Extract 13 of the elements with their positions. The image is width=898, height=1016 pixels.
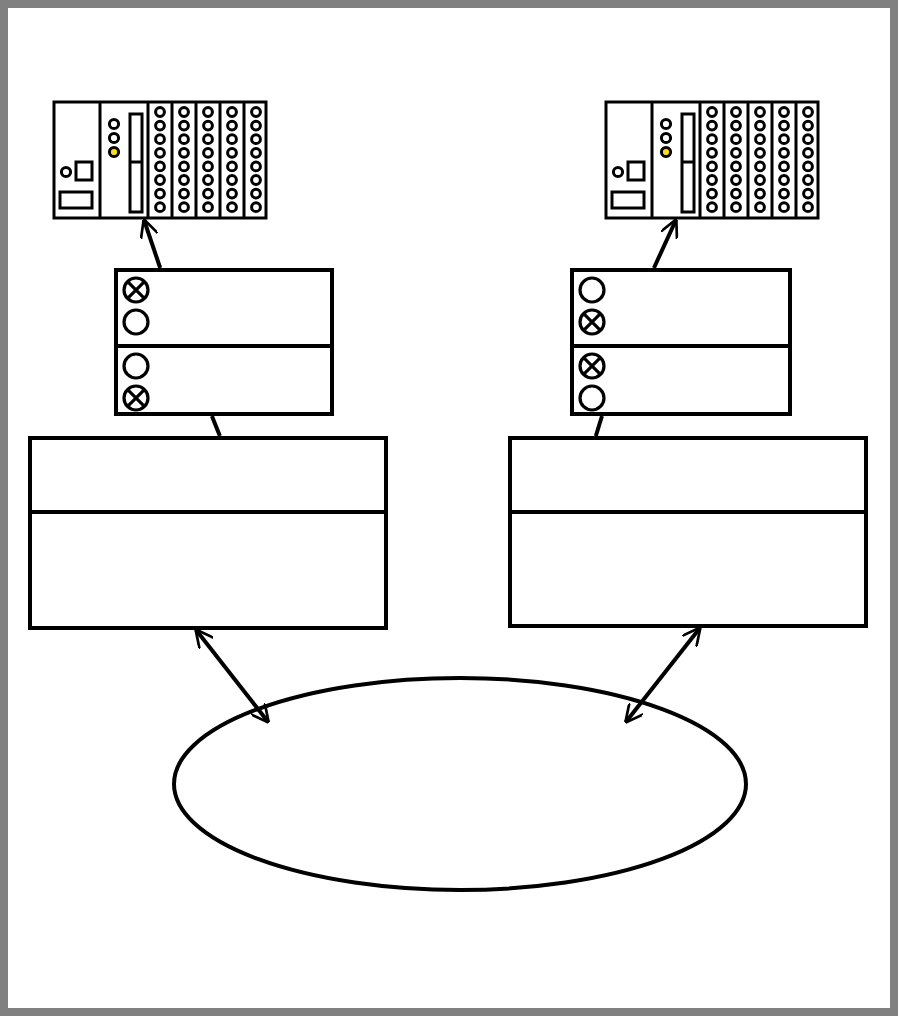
connector-line [593, 415, 604, 437]
plc-drawing [52, 100, 268, 220]
station-box [508, 436, 868, 628]
io-module-box [114, 268, 334, 416]
plc-drawing [604, 100, 820, 220]
arrow [194, 627, 271, 725]
station-box [28, 436, 388, 630]
arrow [624, 625, 702, 725]
network-ellipse [172, 676, 748, 892]
connector-line [210, 415, 222, 437]
arrow [652, 217, 679, 269]
arrow [139, 217, 163, 269]
io-module-box [570, 268, 792, 416]
